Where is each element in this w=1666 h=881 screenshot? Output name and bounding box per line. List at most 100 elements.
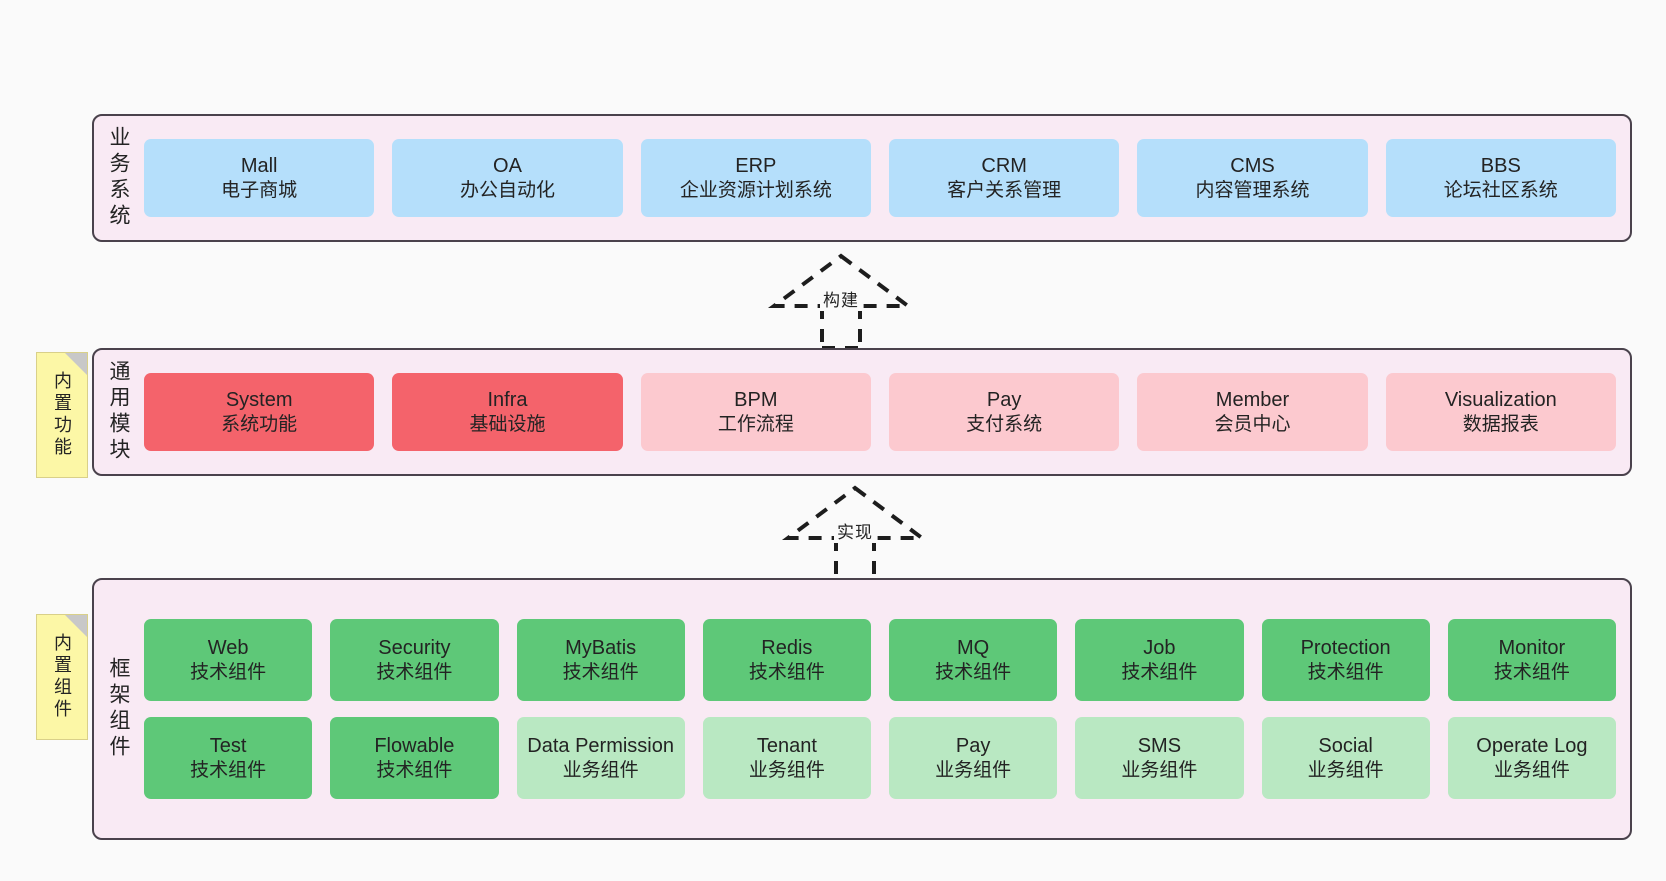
card-row-business: Test 技术组件 Flowable 技术组件 Data Permission …	[144, 717, 1616, 799]
note-builtin-components: 内置组件	[36, 614, 88, 740]
note-text: 内置功能	[52, 371, 72, 459]
arrow-implement: 实现	[770, 484, 940, 582]
card-social[interactable]: Social 业务组件	[1261, 717, 1430, 799]
card-tenant[interactable]: Tenant 业务组件	[702, 717, 871, 799]
card-subtitle: 业务组件	[1307, 759, 1384, 781]
card-mq[interactable]: MQ 技术组件	[889, 619, 1058, 701]
card-subtitle: 业务组件	[935, 759, 1012, 781]
card-title: CRM	[981, 154, 1027, 177]
card-subtitle: 技术组件	[1307, 661, 1384, 683]
card-subtitle: 电子商城	[221, 179, 298, 201]
card-subtitle: 技术组件	[562, 661, 639, 683]
card-subtitle: 技术组件	[1493, 661, 1570, 683]
page-fold-icon	[65, 353, 87, 375]
card-title: Operate Log	[1476, 734, 1588, 757]
card-pay-module[interactable]: Pay 支付系统	[888, 373, 1120, 451]
arrow-label-implement: 实现	[834, 518, 876, 543]
layer-body-framework-components: Web 技术组件 Security 技术组件 MyBatis 技术组件 Redi…	[140, 580, 1630, 838]
card-subtitle: 技术组件	[1121, 661, 1198, 683]
card-mybatis[interactable]: MyBatis 技术组件	[516, 619, 685, 701]
card-subtitle: 业务组件	[1493, 759, 1570, 781]
card-row: Mall 电子商城 OA 办公自动化 ERP 企业资源计划系统 CRM 客户关系…	[144, 139, 1616, 217]
card-title: Infra	[487, 388, 528, 411]
card-job[interactable]: Job 技术组件	[1075, 619, 1244, 701]
card-subtitle: 业务组件	[1121, 759, 1198, 781]
card-subtitle: 数据报表	[1462, 413, 1539, 435]
card-bpm[interactable]: BPM 工作流程	[640, 373, 871, 451]
card-subtitle: 技术组件	[748, 661, 825, 683]
card-title: Security	[378, 636, 451, 659]
card-title: MQ	[957, 636, 990, 659]
card-title: Flowable	[374, 734, 455, 757]
card-title: Visualization	[1444, 388, 1557, 411]
card-test[interactable]: Test 技术组件	[144, 717, 313, 799]
card-subtitle: 论坛社区系统	[1443, 179, 1558, 201]
card-title: Job	[1143, 636, 1176, 659]
card-title: Redis	[761, 636, 813, 659]
card-title: Web	[207, 636, 249, 659]
card-row: System 系统功能 Infra 基础设施 BPM 工作流程 Pay 支付系统…	[144, 373, 1616, 451]
card-mall[interactable]: Mall 电子商城	[144, 139, 375, 217]
card-crm[interactable]: CRM 客户关系管理	[888, 139, 1120, 217]
card-flowable[interactable]: Flowable 技术组件	[330, 717, 499, 799]
card-title: Member	[1215, 388, 1290, 411]
card-title: Data Permission	[527, 734, 674, 757]
layer-common-modules: 通用模块 System 系统功能 Infra 基础设施 BPM 工作流程 Pay…	[92, 348, 1632, 476]
note-builtin-features: 内置功能	[36, 352, 88, 478]
layer-title-common-modules: 通用模块	[107, 360, 130, 464]
card-title: OA	[493, 154, 522, 177]
card-title: Pay	[986, 388, 1022, 411]
card-title: Pay	[955, 734, 991, 757]
card-subtitle: 技术组件	[376, 759, 453, 781]
card-web[interactable]: Web 技术组件	[144, 619, 313, 701]
card-subtitle: 技术组件	[935, 661, 1012, 683]
card-pay-component[interactable]: Pay 业务组件	[889, 717, 1058, 799]
card-row-technical: Web 技术组件 Security 技术组件 MyBatis 技术组件 Redi…	[144, 619, 1616, 701]
card-title: Test	[209, 734, 247, 757]
arrow-label-build: 构建	[820, 286, 862, 311]
card-subtitle: 技术组件	[190, 661, 267, 683]
card-cms[interactable]: CMS 内容管理系统	[1137, 139, 1368, 217]
card-member[interactable]: Member 会员中心	[1137, 373, 1368, 451]
card-title: Protection	[1300, 636, 1391, 659]
card-subtitle: 业务组件	[562, 759, 639, 781]
card-monitor[interactable]: Monitor 技术组件	[1447, 619, 1616, 701]
card-subtitle: 基础设施	[469, 413, 546, 435]
card-redis[interactable]: Redis 技术组件	[702, 619, 871, 701]
card-subtitle: 工作流程	[717, 413, 794, 435]
card-subtitle: 支付系统	[966, 413, 1043, 435]
card-visualization[interactable]: Visualization 数据报表	[1385, 373, 1616, 451]
card-title: CMS	[1230, 154, 1275, 177]
card-subtitle: 业务组件	[748, 759, 825, 781]
card-protection[interactable]: Protection 技术组件	[1261, 619, 1430, 701]
card-sms[interactable]: SMS 业务组件	[1075, 717, 1244, 799]
layer-body-common-modules: System 系统功能 Infra 基础设施 BPM 工作流程 Pay 支付系统…	[140, 350, 1630, 474]
layer-framework-components: 框架组件 Web 技术组件 Security 技术组件 MyBatis 技术组件…	[92, 578, 1632, 840]
layer-business-systems: 业务系统 Mall 电子商城 OA 办公自动化 ERP 企业资源计划系统 CRM…	[92, 114, 1632, 242]
card-data-permission[interactable]: Data Permission 业务组件	[516, 717, 685, 799]
card-title: ERP	[735, 154, 777, 177]
layer-body-business-systems: Mall 电子商城 OA 办公自动化 ERP 企业资源计划系统 CRM 客户关系…	[140, 116, 1630, 240]
card-subtitle: 客户关系管理	[947, 179, 1062, 201]
note-text: 内置组件	[52, 633, 72, 721]
card-subtitle: 技术组件	[376, 661, 453, 683]
card-subtitle: 技术组件	[190, 759, 267, 781]
card-subtitle: 会员中心	[1214, 413, 1291, 435]
card-erp[interactable]: ERP 企业资源计划系统	[640, 139, 871, 217]
arrow-build: 构建	[756, 252, 926, 350]
card-subtitle: 系统功能	[221, 413, 298, 435]
layer-title-business-systems: 业务系统	[107, 126, 130, 230]
card-title: System	[225, 388, 293, 411]
card-title: SMS	[1137, 734, 1182, 757]
card-security[interactable]: Security 技术组件	[330, 619, 499, 701]
card-system[interactable]: System 系统功能	[144, 373, 375, 451]
card-bbs[interactable]: BBS 论坛社区系统	[1385, 139, 1616, 217]
card-subtitle: 内容管理系统	[1195, 179, 1310, 201]
card-subtitle: 企业资源计划系统	[679, 179, 832, 201]
card-title: BBS	[1480, 154, 1521, 177]
card-title: Social	[1318, 734, 1373, 757]
card-infra[interactable]: Infra 基础设施	[392, 373, 623, 451]
card-oa[interactable]: OA 办公自动化	[392, 139, 623, 217]
card-operate-log[interactable]: Operate Log 业务组件	[1447, 717, 1616, 799]
